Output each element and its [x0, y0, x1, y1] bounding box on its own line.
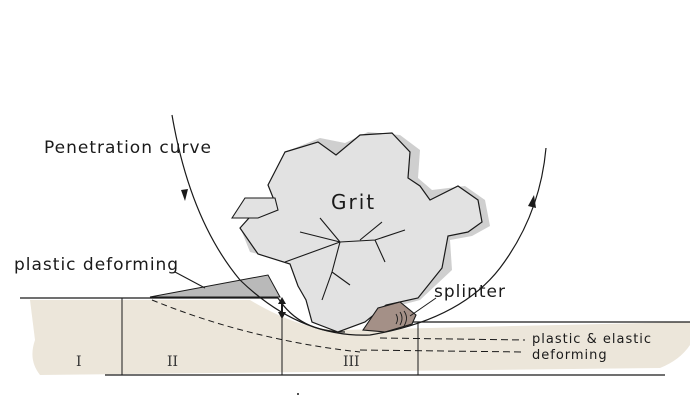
depth-arrow-down-icon — [278, 312, 286, 319]
elastic-boundary-dashed-2 — [359, 349, 526, 353]
grit-body — [239, 132, 483, 333]
grit-facet-left — [230, 197, 279, 219]
plastic-deforming-leader — [174, 271, 206, 289]
curve-arrow-up-icon — [528, 195, 536, 208]
pileup-wedge — [149, 274, 281, 298]
plastic-elastic-label-line2: deforming — [532, 348, 608, 363]
stray-dot — [297, 393, 299, 395]
penetration-curve — [171, 114, 547, 336]
depth-arrow-up-icon — [278, 297, 286, 304]
zone-label-II: II — [167, 354, 179, 370]
workpiece-substrate — [30, 300, 690, 375]
plastic-deforming-label: plastic deforming — [14, 255, 180, 275]
grit-label: Grit — [331, 190, 377, 214]
zone-label-I: I — [76, 354, 82, 370]
splinter-crack-marks — [395, 310, 407, 327]
grit-cracks — [284, 217, 406, 301]
elastic-boundary-dashed-1 — [379, 337, 526, 341]
plastic-boundary-dashed — [151, 299, 361, 353]
zone-label-III: III — [343, 354, 360, 370]
penetration-curve-label: Penetration curve — [44, 138, 213, 158]
splinter-label: splinter — [434, 282, 506, 302]
splinter-leader — [409, 297, 437, 317]
plastic-elastic-label-line1: plastic & elastic — [532, 332, 653, 347]
curve-arrow-down-icon — [181, 189, 188, 201]
